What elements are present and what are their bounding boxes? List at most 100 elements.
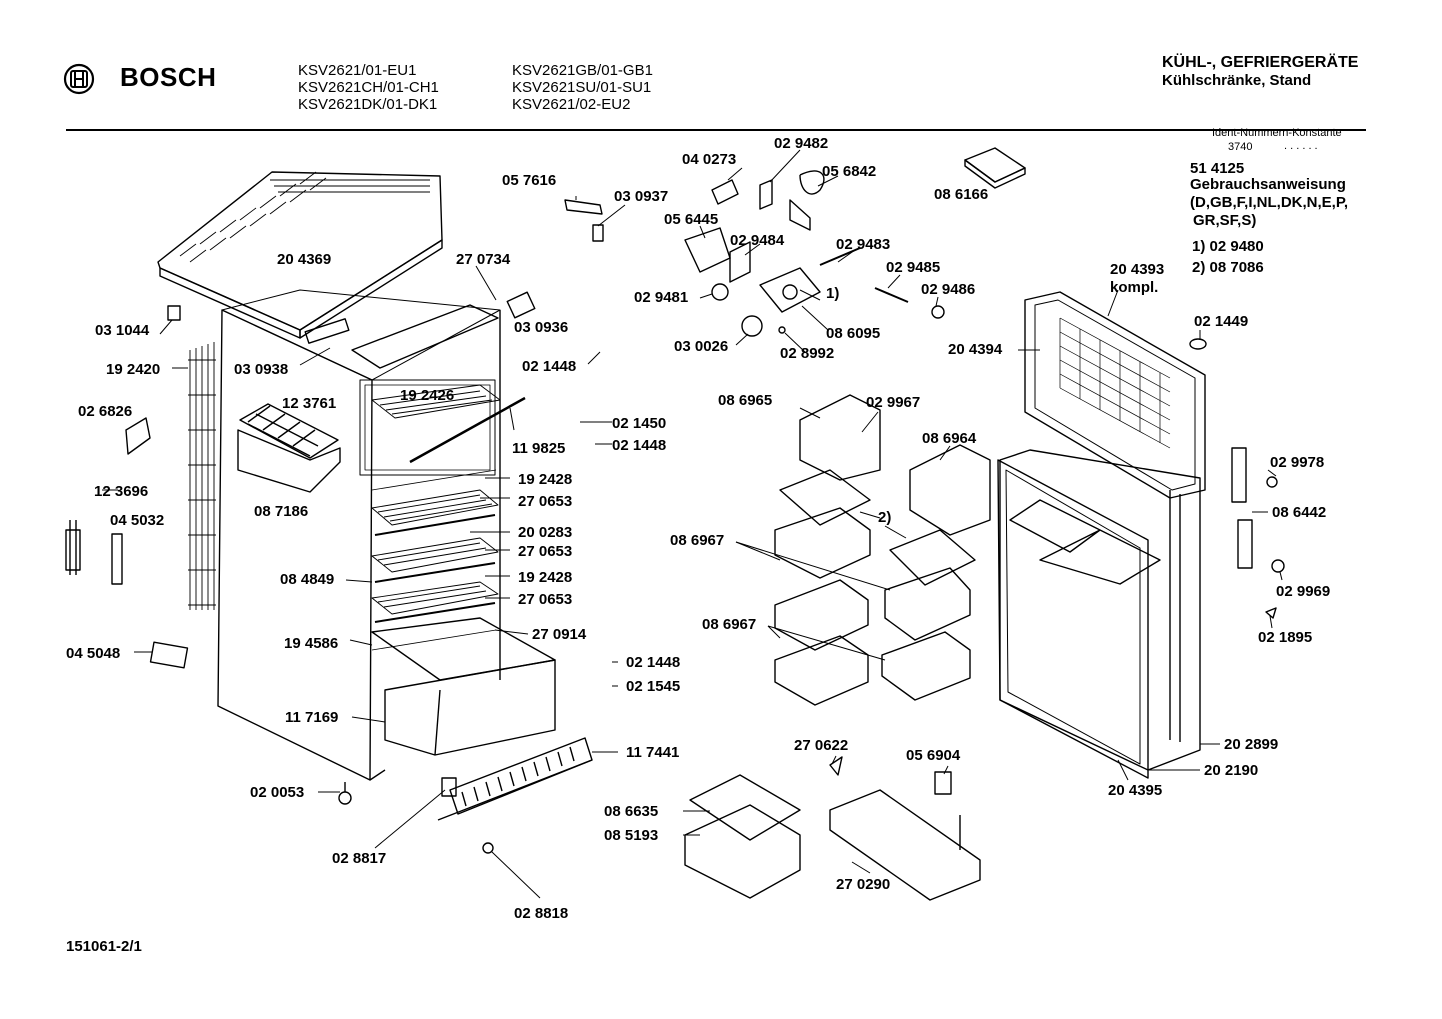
part-label: 27 0622: [794, 737, 849, 754]
header-rule: [66, 129, 1366, 131]
note-2: 2) 08 7086: [1192, 259, 1264, 276]
part-label: 05 7616: [502, 172, 557, 189]
part-label: 02 1895: [1258, 629, 1313, 646]
model-code: KSV2621DK/01-DK1: [298, 96, 438, 113]
glass-shelves: [372, 385, 525, 622]
part-label: 02 9481: [634, 289, 689, 306]
part-label: 27 0914: [532, 626, 587, 643]
crisper-drawer: [372, 618, 555, 755]
part-label: 05 6445: [664, 211, 719, 228]
part-label: 08 5193: [604, 827, 659, 844]
part-label: 19 2428: [518, 569, 573, 586]
category-subtitle: Kühlschränke, Stand: [1162, 72, 1312, 89]
part-label: 04 0273: [682, 151, 737, 168]
part-label: 19 2420: [106, 361, 161, 378]
part-label: 02 8818: [514, 905, 569, 922]
category-title: KÜHL-, GEFRIERGERÄTE: [1162, 54, 1359, 71]
part-label: 1): [826, 285, 840, 302]
part-label: 08 4849: [280, 571, 335, 588]
part-label: 03 0936: [514, 319, 569, 336]
note-1: 1) 02 9480: [1192, 238, 1264, 255]
top-cover-part: [158, 172, 442, 338]
part-label: 27 0653: [518, 493, 573, 510]
ident-value: 3740: [1228, 141, 1253, 153]
manual-line: Gebrauchsanweisung: [1190, 176, 1346, 193]
part-label: 05 6842: [822, 163, 877, 180]
part-label: 02 9485: [886, 259, 941, 276]
part-label: 12 3696: [94, 483, 149, 500]
manual-block: Gebrauchsanweisung (D,GB,F,I,NL,DK,N,E,P…: [1190, 176, 1348, 230]
part-label: 03 0938: [234, 361, 289, 378]
freezer-door: [1025, 292, 1205, 498]
part-label: 20 0283: [518, 524, 573, 541]
part-label: 20 4395: [1108, 782, 1163, 799]
ice-tray: [238, 404, 340, 492]
part-label: 02 1448: [612, 437, 667, 454]
fridge-door: [998, 450, 1200, 778]
part-label: 11 9825: [512, 440, 566, 457]
part-label: 02 1545: [626, 678, 681, 695]
category-block: KÜHL-, GEFRIERGERÄTE Kühlschränke, Stand: [1162, 54, 1358, 90]
part-label: 02 1448: [626, 654, 681, 671]
part-label: 03 0937: [614, 188, 669, 205]
part-label: 02 9978: [1270, 454, 1325, 471]
part-label: 08 6635: [604, 803, 659, 820]
part-label: 19 4586: [284, 635, 339, 652]
part-label: 04 5032: [110, 512, 165, 529]
part-label: 08 6967: [702, 616, 757, 633]
part-label: 20 4394: [948, 341, 1003, 358]
part-label: 02 1448: [522, 358, 577, 375]
condenser-coil: [188, 342, 216, 610]
thermostat-assembly: [565, 171, 944, 336]
dairy-trays: [685, 757, 980, 900]
part-label: 02 1450: [612, 415, 667, 432]
part-label: 02 6826: [78, 403, 133, 420]
part-label: 03 1044: [95, 322, 150, 339]
cabinet-body: [218, 290, 500, 780]
part-label: 02 8992: [780, 345, 835, 362]
model-list-2: KSV2621GB/01-GB1 KSV2621SU/01-SU1 KSV262…: [512, 62, 653, 113]
model-code: KSV2621CH/01-CH1: [298, 79, 439, 96]
part-label: 20 2899: [1224, 736, 1279, 753]
part-label: kompl.: [1110, 279, 1159, 296]
part-label: 02 1449: [1194, 313, 1249, 330]
part-label: 20 4393: [1110, 261, 1165, 278]
part-label: 19 2426: [400, 387, 455, 404]
part-label: 02 9483: [836, 236, 891, 253]
part-label: 08 6095: [826, 325, 881, 342]
part-label: 11 7441: [626, 744, 680, 761]
manual-line: GR,SF,S): [1193, 212, 1257, 229]
part-label: 27 0653: [518, 543, 573, 560]
bosch-armature-icon: [63, 63, 95, 95]
part-label: 02 9969: [1276, 583, 1331, 600]
part-label: 02 9484: [730, 232, 785, 249]
part-label: 27 0734: [456, 251, 511, 268]
part-label: 27 0290: [836, 876, 891, 893]
model-code: KSV2621/01-EU1: [298, 62, 417, 79]
model-code: KSV2621/02-EU2: [512, 96, 631, 113]
part-label: 03 0026: [674, 338, 729, 355]
part-label: 08 6965: [718, 392, 773, 409]
ident-title: Ident-Nummern-Konstante: [1212, 127, 1342, 139]
part-label: 19 2428: [518, 471, 573, 488]
part-label: 2): [878, 509, 892, 526]
part-label: 08 6964: [922, 430, 977, 447]
part-label: 20 4369: [277, 251, 332, 268]
part-label: 11 7169: [285, 709, 339, 726]
part-label: 12 3761: [282, 395, 337, 412]
part-label: 02 9486: [921, 281, 976, 298]
bottom-grille: [438, 738, 592, 820]
model-list-1: KSV2621/01-EU1 KSV2621CH/01-CH1 KSV2621D…: [298, 62, 439, 113]
part-label: 02 9482: [774, 135, 829, 152]
part-label: 02 9967: [866, 394, 921, 411]
brand-name: BOSCH: [120, 62, 217, 92]
part-label: 27 0653: [518, 591, 573, 608]
model-code: KSV2621GB/01-GB1: [512, 62, 653, 79]
part-label: 08 6967: [670, 532, 725, 549]
part-label: 04 5048: [66, 645, 121, 662]
part-label: 08 7186: [254, 503, 309, 520]
part-label: 02 8817: [332, 850, 387, 867]
model-code: KSV2621SU/01-SU1: [512, 79, 652, 96]
part-label: 02 0053: [250, 784, 305, 801]
